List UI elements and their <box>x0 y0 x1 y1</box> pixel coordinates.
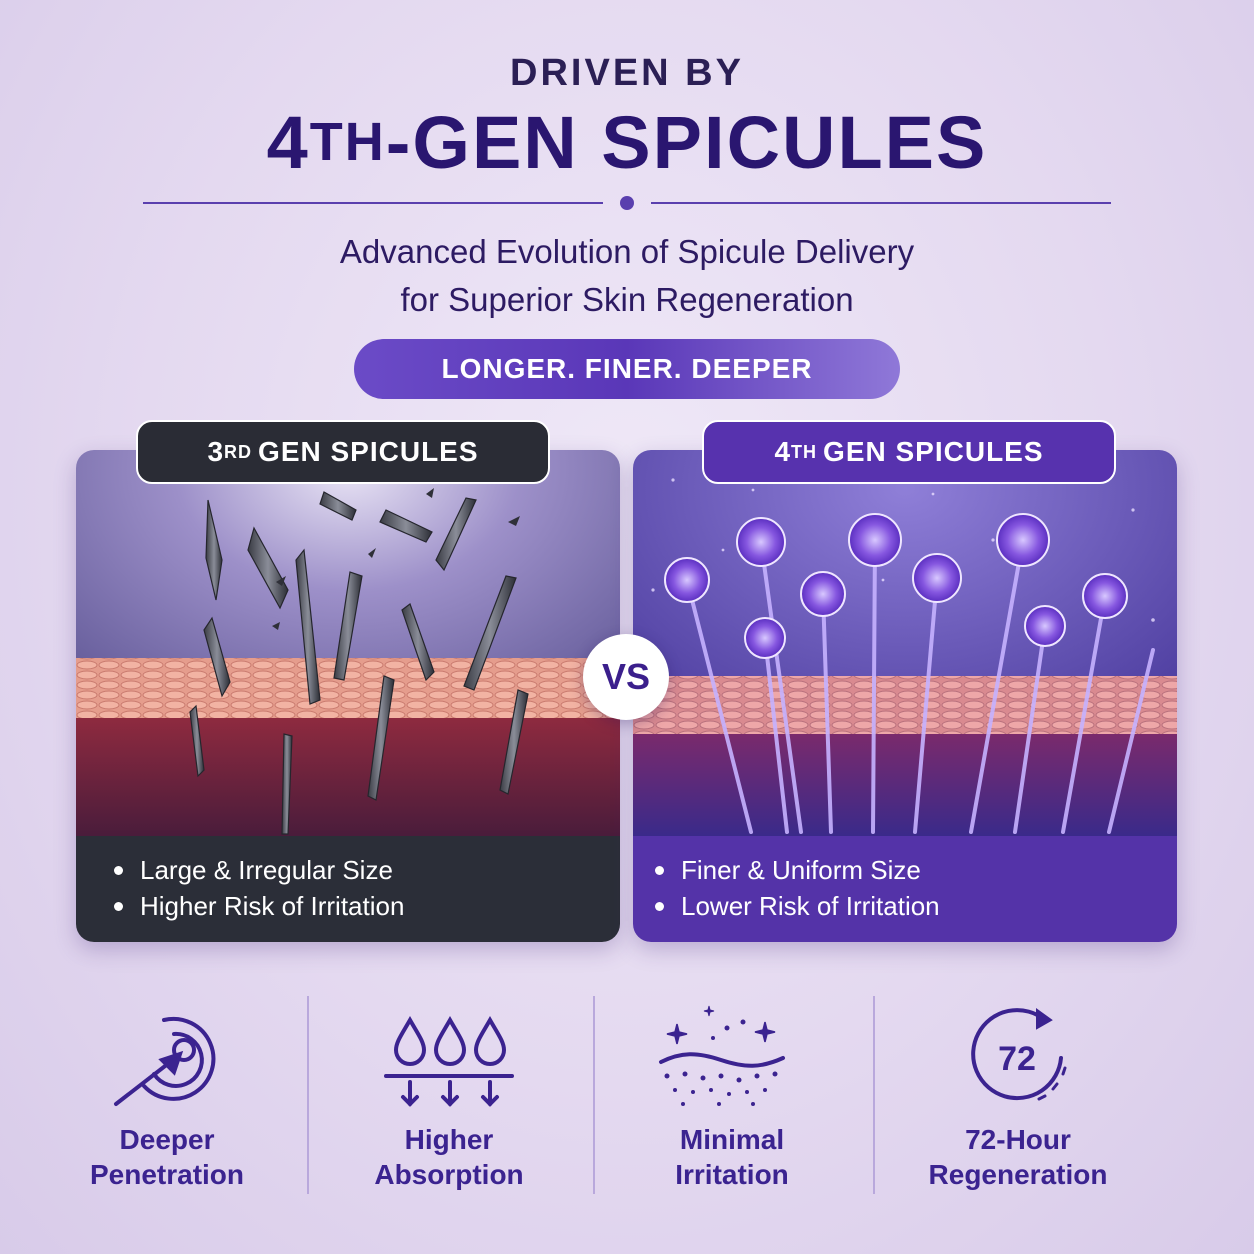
bullets-4th-gen: Finer & Uniform Size Lower Risk of Irrit… <box>633 836 1177 942</box>
feature-label-line-1: Higher <box>404 1124 494 1155</box>
page-headline: 4TH-GEN SPICULES <box>0 100 1254 185</box>
label-text: GEN SPICULES <box>823 436 1044 467</box>
feature-label: 72-Hour Regeneration <box>893 1122 1143 1192</box>
feature-minimal-irritation: Minimal Irritation <box>607 990 857 1210</box>
feature-label-line-2: Penetration <box>89 1159 245 1190</box>
feature-separator <box>873 996 875 1194</box>
panel-4th-gen: Finer & Uniform Size Lower Risk of Irrit… <box>633 450 1177 942</box>
subtitle-line-2: for Superior Skin Regeneration <box>400 281 854 318</box>
scene-3rd-gen-illustration <box>76 450 620 836</box>
headline-superscript: TH <box>309 112 386 172</box>
feature-label: Minimal Irritation <box>607 1122 857 1192</box>
feature-label-line-1: Minimal <box>679 1124 785 1155</box>
vs-badge: VS <box>583 634 669 720</box>
header-divider <box>143 196 1111 210</box>
divider-line-right <box>651 202 1111 204</box>
feature-higher-absorption: Higher Absorption <box>324 990 574 1210</box>
panel-3rd-gen: Large & Irregular Size Higher Risk of Ir… <box>76 450 620 942</box>
feature-label-line-1: Deeper <box>119 1124 215 1155</box>
clock-72-icon: 72 <box>971 1008 1067 1101</box>
target-icon <box>114 1016 216 1106</box>
divider-line-left <box>143 202 603 204</box>
bullet-item: Finer & Uniform Size <box>655 852 1177 888</box>
page-subtitle: Advanced Evolution of Spicule Delivery f… <box>0 228 1254 324</box>
headline-number: 4 <box>266 101 310 184</box>
headline-rest: -GEN SPICULES <box>385 101 988 184</box>
bullet-item: Large & Irregular Size <box>114 852 620 888</box>
label-number: 3 <box>207 436 225 467</box>
feature-deeper-penetration: Deeper Penetration <box>42 990 292 1210</box>
feature-separator <box>593 996 595 1194</box>
feature-separator <box>307 996 309 1194</box>
label-text: GEN SPICULES <box>258 436 479 467</box>
feature-label-line-2: Absorption <box>374 1159 524 1190</box>
feature-label-line-1: 72-Hour <box>965 1124 1071 1155</box>
feature-label-line-2: Regeneration <box>928 1159 1108 1190</box>
subtitle-line-1: Advanced Evolution of Spicule Delivery <box>339 233 915 270</box>
tagline-badge: LONGER. FINER. DEEPER <box>354 339 900 399</box>
label-superscript: RD <box>224 441 253 462</box>
clock-number: 72 <box>998 1040 1036 1078</box>
label-number: 4 <box>774 436 792 467</box>
page-kicker: DRIVEN BY <box>510 52 744 94</box>
bullets-3rd-gen: Large & Irregular Size Higher Risk of Ir… <box>76 836 620 942</box>
bullet-item: Higher Risk of Irritation <box>114 888 620 924</box>
feature-72-hour-regeneration: 72 72-Hour Regeneration <box>893 990 1143 1210</box>
label-superscript: TH <box>791 441 818 462</box>
sparkle-skin-icon <box>659 1005 785 1106</box>
bullet-item: Lower Risk of Irritation <box>655 888 1177 924</box>
divider-dot <box>620 196 634 210</box>
scene-4th-gen-illustration <box>633 450 1177 836</box>
droplets-icon <box>384 1015 514 1107</box>
feature-label: Higher Absorption <box>324 1122 574 1192</box>
feature-row: Deeper Penetration Higher Absorption <box>0 990 1254 1210</box>
feature-label-line-2: Irritation <box>675 1159 789 1190</box>
feature-label: Deeper Penetration <box>42 1122 292 1192</box>
